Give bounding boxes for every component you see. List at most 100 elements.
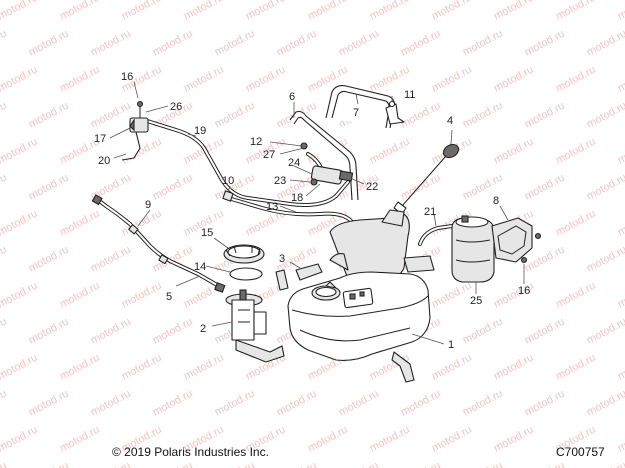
watermark-text: motod.ru bbox=[120, 280, 164, 311]
watermark-text: motod.ru bbox=[89, 28, 133, 59]
watermark-text: motod.ru bbox=[120, 136, 164, 167]
callout-21: 21 bbox=[424, 206, 436, 218]
watermark-text: motod.ru bbox=[58, 352, 102, 383]
callout-1: 1 bbox=[448, 339, 454, 351]
watermark-text: motod.ru bbox=[213, 388, 257, 419]
watermark-text: motod.ru bbox=[244, 0, 288, 23]
watermark-text: motod.ru bbox=[0, 460, 9, 468]
part-15-ring-nut bbox=[223, 244, 265, 264]
part-25-canister bbox=[451, 215, 495, 283]
watermark-text: motod.ru bbox=[399, 388, 443, 419]
watermark-text: motod.ru bbox=[461, 28, 505, 59]
watermark-text: motod.ru bbox=[554, 136, 598, 167]
watermark-text: motod.ru bbox=[461, 388, 505, 419]
watermark-text: motod.ru bbox=[585, 28, 625, 59]
watermark-text: motod.ru bbox=[492, 0, 536, 23]
watermark-text: motod.ru bbox=[368, 424, 412, 455]
part-14-seal bbox=[229, 267, 263, 281]
watermark-text: motod.ru bbox=[616, 0, 625, 23]
watermark-text: motod.ru bbox=[151, 316, 195, 347]
watermark-text: motod.ru bbox=[430, 424, 474, 455]
watermark-text: motod.ru bbox=[585, 460, 625, 468]
callout-20: 20 bbox=[98, 155, 110, 167]
callout-17: 17 bbox=[94, 133, 106, 145]
watermark-text: motod.ru bbox=[58, 64, 102, 95]
watermark-text: motod.ru bbox=[492, 352, 536, 383]
watermark-text: motod.ru bbox=[120, 352, 164, 383]
watermark-text: motod.ru bbox=[27, 172, 71, 203]
copyright-text: © 2019 Polaris Industries Inc. bbox=[112, 445, 269, 459]
part-18-connector bbox=[300, 142, 354, 186]
watermark-text: motod.ru bbox=[368, 136, 412, 167]
watermark-text: motod.ru bbox=[554, 280, 598, 311]
callout-25: 25 bbox=[470, 295, 482, 307]
watermark-text: motod.ru bbox=[213, 460, 257, 468]
watermark-text: motod.ru bbox=[461, 460, 505, 468]
callout-14: 14 bbox=[194, 261, 206, 273]
figure-code: C700757 bbox=[556, 445, 605, 459]
part-21-hose bbox=[418, 224, 454, 246]
watermark-text: motod.ru bbox=[27, 388, 71, 419]
watermark-text: motod.ru bbox=[27, 28, 71, 59]
callout-27: 27 bbox=[263, 149, 275, 161]
watermark-text: motod.ru bbox=[306, 424, 350, 455]
watermark-text: motod.ru bbox=[0, 172, 9, 203]
watermark-text: motod.ru bbox=[430, 352, 474, 383]
callout-2: 2 bbox=[200, 323, 206, 335]
watermark-text: motod.ru bbox=[151, 388, 195, 419]
callout-9: 9 bbox=[145, 199, 151, 211]
part-19-hose bbox=[142, 118, 350, 207]
watermark-text: motod.ru bbox=[0, 424, 40, 455]
watermark-text: motod.ru bbox=[275, 460, 319, 468]
part-3-pad bbox=[275, 263, 323, 291]
watermark-text: motod.ru bbox=[182, 0, 226, 23]
part-7-strap bbox=[325, 85, 395, 129]
watermark-text: motod.ru bbox=[89, 316, 133, 347]
watermark-text: motod.ru bbox=[585, 100, 625, 131]
watermark-text: motod.ru bbox=[0, 28, 9, 59]
watermark-text: motod.ru bbox=[554, 208, 598, 239]
callout-11: 11 bbox=[404, 89, 415, 101]
callout-23: 23 bbox=[274, 175, 286, 187]
watermark-text: motod.ru bbox=[0, 100, 9, 131]
watermark-text: motod.ru bbox=[492, 136, 536, 167]
watermark-text: motod.ru bbox=[430, 0, 474, 23]
part-2-fuel-pump bbox=[225, 289, 285, 363]
watermark-text: motod.ru bbox=[554, 0, 598, 23]
watermark-text: motod.ru bbox=[523, 388, 567, 419]
callout-13: 13 bbox=[266, 201, 278, 213]
watermark-text: motod.ru bbox=[461, 316, 505, 347]
watermark-text: motod.ru bbox=[0, 316, 9, 347]
watermark-text: motod.ru bbox=[182, 352, 226, 383]
watermark-text: motod.ru bbox=[151, 28, 195, 59]
watermark-text: motod.ru bbox=[0, 244, 9, 275]
watermark-text: motod.ru bbox=[306, 0, 350, 23]
callout-7: 7 bbox=[353, 107, 359, 119]
watermark-text: motod.ru bbox=[0, 208, 40, 239]
watermark-text: motod.ru bbox=[523, 172, 567, 203]
watermark-text: motod.ru bbox=[58, 424, 102, 455]
watermark-text: motod.ru bbox=[58, 0, 102, 23]
watermark-text: motod.ru bbox=[616, 352, 625, 383]
watermark-text: motod.ru bbox=[523, 28, 567, 59]
watermark-text: motod.ru bbox=[337, 388, 381, 419]
watermark-text: motod.ru bbox=[0, 0, 40, 23]
watermark-text: motod.ru bbox=[182, 64, 226, 95]
callout-19: 19 bbox=[194, 125, 206, 137]
part-9-hose bbox=[91, 194, 226, 293]
callout-10: 10 bbox=[222, 175, 234, 187]
watermark-text: motod.ru bbox=[585, 172, 625, 203]
watermark-text: motod.ru bbox=[275, 28, 319, 59]
watermark-text: motod.ru bbox=[27, 244, 71, 275]
watermark-text: motod.ru bbox=[523, 316, 567, 347]
watermark-text: motod.ru bbox=[0, 388, 9, 419]
watermark-text: motod.ru bbox=[0, 64, 40, 95]
watermark-text: motod.ru bbox=[151, 460, 195, 468]
watermark-text: motod.ru bbox=[27, 460, 71, 468]
watermark-text: motod.ru bbox=[523, 100, 567, 131]
watermark-text: motod.ru bbox=[399, 28, 443, 59]
watermark-text: motod.ru bbox=[430, 280, 474, 311]
callout-26: 26 bbox=[170, 101, 182, 113]
part-17-valve bbox=[121, 100, 149, 161]
